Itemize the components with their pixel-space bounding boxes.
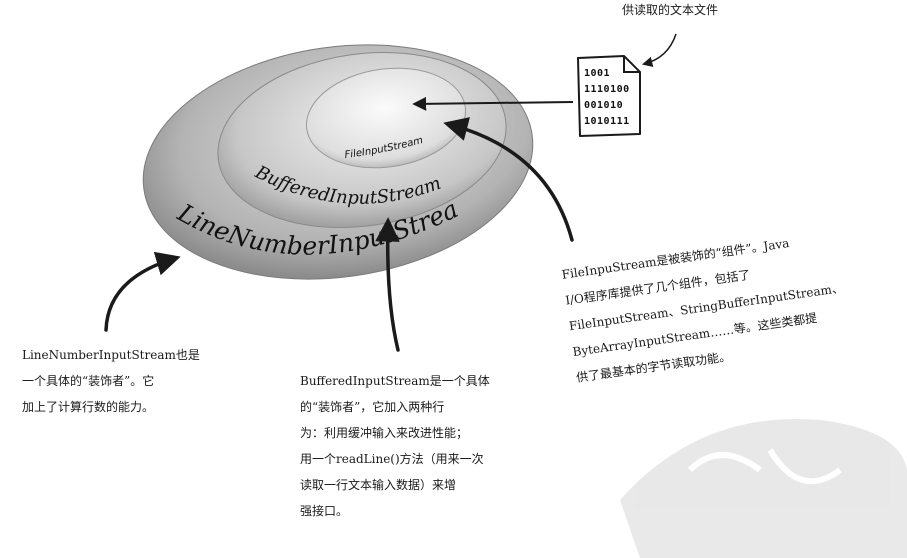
text-file-document: 1001 1110100 001010 1010111 [578, 56, 640, 136]
arrow-source-label-to-file [641, 33, 677, 68]
bits-line: 001010 [584, 100, 624, 111]
note-line-number-input-stream: LineNumberInputStream也是 一个具体的“装饰者”。它 加上了… [22, 342, 222, 420]
note-buffered-input-stream: BufferedInputStream是一个具体 的“装饰者”，它加入两种行 为… [300, 368, 540, 524]
note-line: 用一个readLine()方法（用来一次 [300, 452, 484, 466]
arrow-line-note-to-outer [104, 251, 181, 332]
note-line: 强接口。 [300, 504, 349, 518]
note-line: BufferedInputStream是一个具体 [300, 374, 490, 388]
arrow-file-to-inner [412, 96, 574, 111]
bits-line: 1110100 [584, 84, 630, 95]
note-line: 读取一行文本输入数据）来增 [300, 478, 457, 492]
inner-ellipse-file-input [305, 67, 467, 169]
bits-line: 1001 [584, 68, 611, 79]
watermark-logo [620, 419, 907, 558]
arrow-file-note-to-inner [443, 117, 574, 242]
arrow-buffered-note-to-middle [375, 217, 400, 352]
note-source-file: 供读取的文本文件 [622, 3, 719, 17]
document-fold [623, 56, 640, 73]
bits-line: 1010111 [584, 116, 630, 127]
document-icon [577, 55, 641, 137]
note-line: 一个具体的“装饰者”。它 [22, 374, 155, 388]
note-line: LineNumberInputStream也是 [22, 348, 200, 362]
note-line: 的“装饰者”，它加入两种行 [300, 400, 445, 414]
note-line: 为：利用缓冲输入来改进性能； [300, 426, 469, 440]
file-binary-content: 1001 1110100 001010 1010111 [584, 66, 630, 130]
note-line: 加上了计算行数的能力。 [22, 400, 155, 414]
